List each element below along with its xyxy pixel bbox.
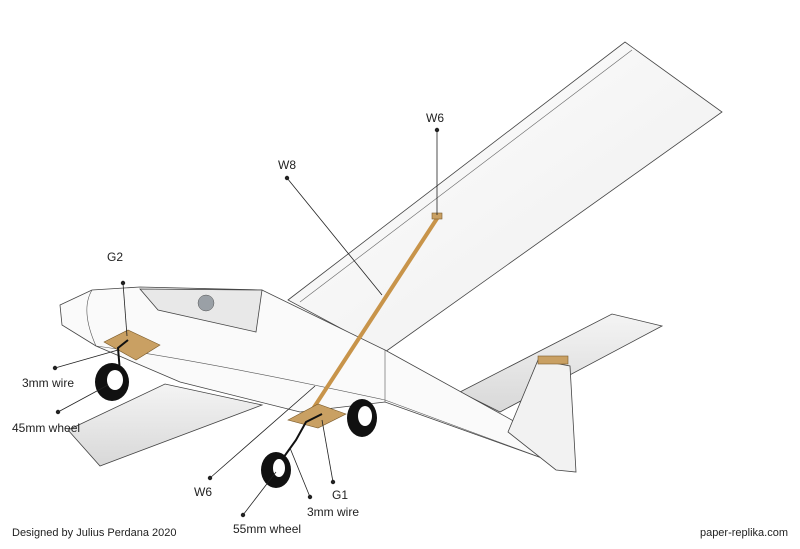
vertical-fin — [507, 359, 577, 473]
label-wire-right: 3mm wire — [307, 505, 360, 519]
label-g1: G1 — [332, 488, 349, 502]
label-wheel-right: 55mm wheel — [233, 522, 302, 536]
right-wheel — [261, 452, 291, 488]
wing-strut-w8 — [305, 215, 440, 420]
label-g2: G2 — [107, 250, 124, 264]
rear-wheel — [347, 399, 377, 437]
label-w6-bottom: W6 — [194, 485, 212, 499]
label-wire-left: 3mm wire — [22, 376, 75, 390]
tail-pad — [537, 355, 569, 365]
leader-lines — [52, 127, 440, 518]
website-credit: paper-replika.com — [699, 527, 788, 539]
gear-pad-g2 — [103, 329, 161, 361]
label-wheel-left: 45mm wheel — [12, 421, 81, 435]
label-w6-top: W6 — [426, 111, 444, 125]
right-wing — [287, 41, 723, 353]
label-w8: W8 — [278, 158, 296, 172]
pilot-figure — [197, 294, 215, 312]
canopy — [139, 288, 263, 333]
left-wing — [67, 383, 264, 467]
designer-credit: Designed by Julius Perdana 2020 — [12, 527, 177, 539]
left-wheel — [95, 363, 129, 401]
right-gear-wire — [275, 413, 323, 469]
